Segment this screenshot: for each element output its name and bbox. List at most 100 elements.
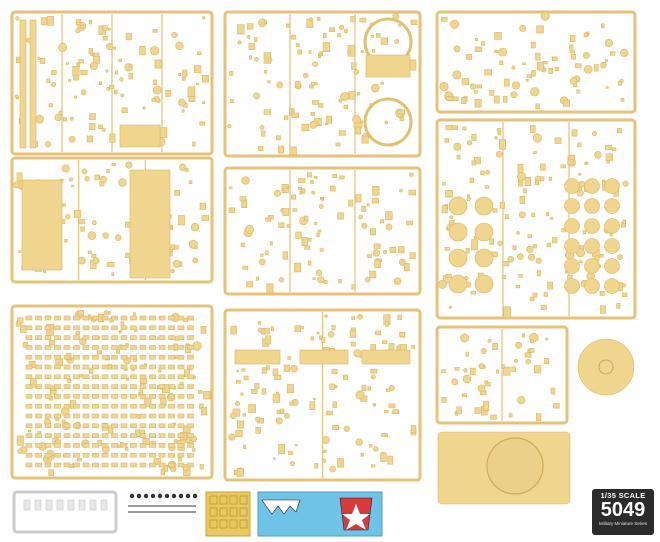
sprue-part: [259, 258, 266, 266]
sprue-part: [172, 259, 181, 268]
track-link: [158, 462, 166, 468]
metal-part: [178, 493, 184, 499]
sprue-part: [357, 313, 363, 320]
sprue-part: [80, 24, 85, 29]
sprue-part: [371, 198, 379, 204]
track-link: [111, 403, 118, 409]
road-wheel: [564, 218, 580, 234]
sprue-part: [301, 325, 304, 330]
metal-part: [185, 493, 191, 499]
sprue-part: [109, 133, 116, 143]
sprue-part: [170, 269, 175, 274]
sprue-part: [466, 196, 471, 202]
track-link: [187, 413, 194, 419]
sprue-part: [45, 141, 51, 148]
sprue-part: [196, 82, 199, 85]
sprue-part: [194, 246, 198, 250]
sprue-part: [384, 321, 389, 327]
track-link: [101, 354, 109, 360]
track-link: [168, 394, 175, 399]
sprue-part: [242, 413, 246, 417]
sprue-part: [332, 401, 338, 408]
sprue-part: [569, 44, 574, 50]
track-link: [82, 443, 90, 448]
sprue-part: [453, 142, 462, 151]
sprue-part: [327, 331, 335, 338]
sprue-part: [583, 64, 593, 74]
track-link: [44, 374, 52, 380]
track-link: [54, 354, 61, 360]
track-link: [63, 374, 71, 380]
sprue-part: [540, 304, 547, 310]
turret-part: [365, 54, 411, 78]
sprue-part: [516, 231, 520, 235]
photo-etch-part: [209, 507, 218, 517]
track-link: [54, 394, 61, 399]
model-number: 5049: [600, 499, 646, 521]
sprue-part: [286, 223, 291, 228]
sprue-part: [125, 32, 132, 41]
track-link: [82, 462, 90, 468]
sprue-part: [308, 50, 312, 54]
track-link: [111, 335, 118, 340]
sprue-part: [518, 211, 526, 219]
sprue-part: [343, 374, 349, 380]
track-link: [101, 403, 109, 409]
sprue-part: [622, 219, 626, 225]
sprue-part: [369, 270, 377, 279]
sprue-e: [435, 10, 637, 114]
track-link: [158, 452, 166, 458]
sprue-part: [471, 133, 477, 141]
sprue-part: [372, 403, 377, 407]
track-link: [139, 394, 147, 399]
sprue-part: [497, 240, 503, 246]
sprue-part: [331, 325, 336, 331]
sprue-part: [64, 239, 68, 243]
sprue-part: [261, 367, 267, 374]
track-link: [139, 423, 147, 429]
turret-hatch: [598, 359, 614, 375]
sprue-part: [462, 374, 472, 384]
sprue-part: [570, 54, 576, 60]
sprue-part: [17, 317, 24, 324]
sprue-part: [249, 55, 252, 60]
sprue-part: [448, 305, 452, 309]
sprue-part: [497, 131, 501, 136]
track-link: [63, 403, 71, 409]
sprue-part: [318, 103, 324, 108]
track-link: [177, 462, 185, 468]
track-link: [120, 413, 128, 419]
track-link: [149, 394, 156, 399]
sprue-part: [474, 99, 482, 108]
track-link: [25, 384, 33, 389]
sprue-part: [106, 42, 114, 51]
track-link: [187, 462, 194, 468]
sprue-part: [332, 174, 337, 178]
sprue-part: [255, 276, 259, 281]
sprue-part: [75, 331, 80, 335]
track-link: [63, 364, 71, 370]
track-link: [139, 335, 147, 340]
sprue-part: [80, 69, 88, 75]
track-link: [44, 325, 52, 331]
sprue-part: [89, 123, 96, 131]
sprue-part: [251, 388, 258, 395]
sprue-part: [254, 57, 259, 62]
sprue-part: [576, 248, 585, 258]
sprue-part: [338, 24, 345, 30]
sprue-part: [397, 314, 402, 320]
road-wheel: [564, 198, 580, 214]
sprue-part: [102, 36, 108, 41]
sprue-part: [142, 106, 146, 110]
sprue-part: [322, 458, 327, 463]
sprue-part: [353, 349, 362, 358]
sprue-part: [295, 81, 301, 88]
track-link: [177, 394, 185, 399]
sprue-part: [66, 62, 70, 65]
sprue-part: [97, 440, 102, 446]
sprue-part: [389, 246, 397, 253]
sprue-part: [17, 448, 23, 454]
sprue-part: [290, 34, 297, 40]
sprue-part: [502, 261, 510, 267]
sprue-part: [352, 114, 361, 124]
